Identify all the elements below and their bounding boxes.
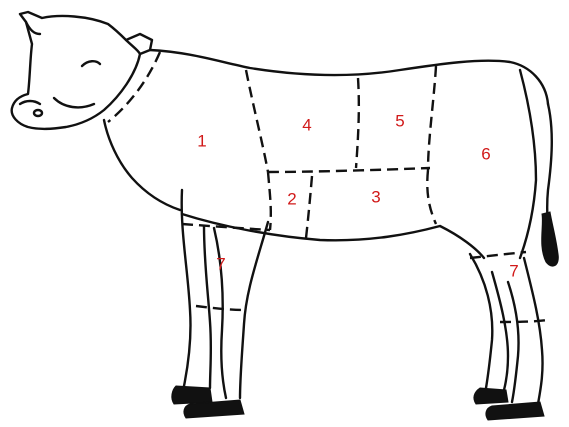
tail-tuft [542, 212, 559, 266]
front-hoof-1 [172, 386, 212, 404]
cut-shoulder-back [246, 70, 268, 172]
hind-leg2-left [508, 282, 519, 402]
neck-underline [104, 120, 180, 210]
back-line [150, 50, 548, 104]
hind-leg1-right [492, 272, 508, 390]
label-cut-2: 2 [287, 189, 296, 208]
muzzle [20, 101, 40, 104]
hind-legs [470, 254, 544, 420]
eye [82, 61, 100, 66]
label-cut-7-hind: 7 [509, 261, 518, 280]
front-leg2-right [240, 222, 268, 398]
front-leg-outer [182, 190, 191, 386]
smile [54, 98, 94, 107]
cut-2-3 [306, 176, 312, 238]
label-cut-1: 1 [197, 131, 206, 150]
label-cut-6: 6 [481, 144, 490, 163]
cut-mid-horizontal [268, 168, 430, 172]
hind-leg1-left [470, 254, 492, 388]
nostril [34, 110, 42, 116]
belly [182, 214, 484, 258]
hind-hoof-2 [486, 402, 544, 420]
cow-head [12, 12, 152, 129]
rump-back [520, 70, 536, 258]
cut-5-6 [428, 66, 436, 170]
ear-right [126, 40, 140, 54]
cut-6-belly [427, 170, 436, 224]
head-outline [12, 12, 152, 129]
cut-neck [108, 52, 160, 122]
label-cut-5: 5 [395, 111, 404, 130]
cut-hind-shank [500, 320, 548, 322]
hind-leg2-right [524, 258, 543, 404]
label-cut-7-front: 7 [216, 254, 225, 273]
hind-hoof-1 [474, 388, 508, 404]
label-cut-3: 3 [371, 187, 380, 206]
label-cut-4: 4 [302, 115, 311, 134]
cut-front-shank [196, 306, 244, 310]
cut-lines [108, 52, 548, 322]
cut-4-5 [356, 78, 359, 168]
